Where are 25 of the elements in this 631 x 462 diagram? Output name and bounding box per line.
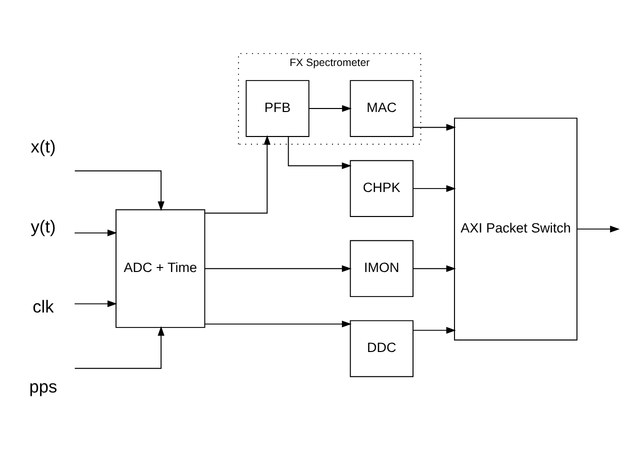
arrow bbox=[412, 265, 456, 272]
arrow bbox=[204, 265, 352, 272]
arrow bbox=[74, 300, 118, 308]
node-box: CHPK bbox=[350, 160, 414, 218]
arrow bbox=[204, 135, 271, 214]
arrow bbox=[74, 230, 118, 236]
arrow bbox=[288, 136, 352, 170]
node-box: MAC bbox=[350, 80, 414, 137]
node-box: DDC bbox=[350, 320, 414, 378]
node-text: clk bbox=[32, 296, 54, 316]
node-text: y(t) bbox=[30, 216, 56, 236]
arrow bbox=[74, 326, 164, 369]
node-box: ADC + Time bbox=[116, 209, 206, 328]
node-box: PFB bbox=[246, 80, 310, 137]
arrow bbox=[412, 326, 456, 334]
arrow bbox=[412, 124, 456, 131]
node-box: IMON bbox=[350, 240, 414, 298]
node-text: pps bbox=[29, 376, 58, 396]
arrow bbox=[412, 185, 456, 192]
node-text: x(t) bbox=[30, 136, 56, 156]
arrow bbox=[576, 226, 620, 232]
arrow bbox=[74, 170, 164, 211]
arrow bbox=[308, 105, 352, 112]
arrow bbox=[204, 320, 352, 328]
node-box: AXI Packet Switch bbox=[454, 118, 578, 340]
